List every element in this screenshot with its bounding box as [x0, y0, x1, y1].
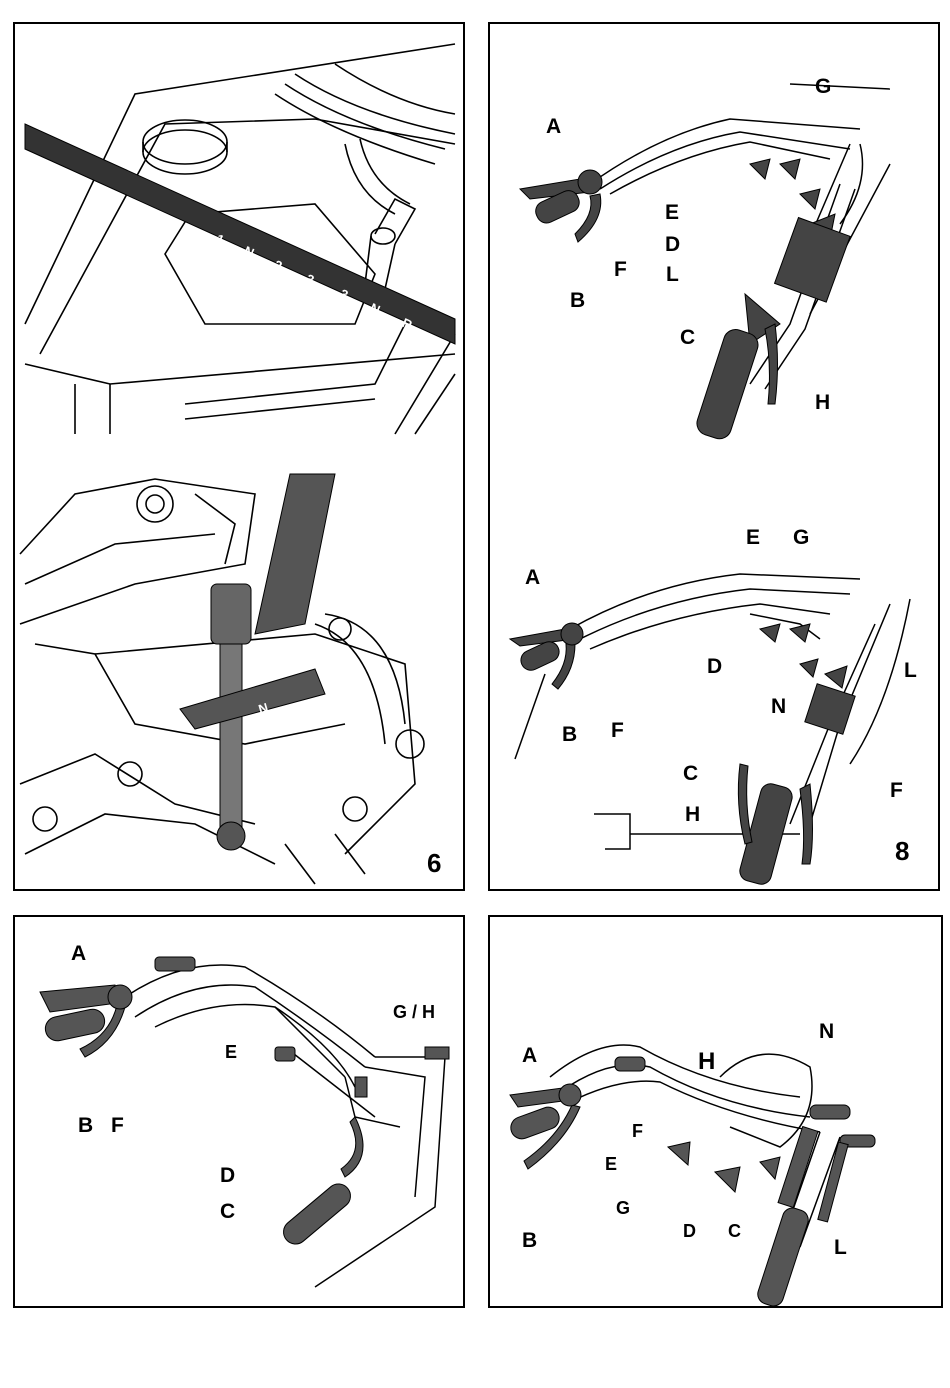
label-a: A	[522, 1045, 537, 1066]
label-d: D	[665, 234, 680, 255]
label-g-lower: G	[793, 527, 809, 548]
label-e: E	[225, 1043, 237, 1061]
label-l: L	[834, 1237, 847, 1258]
handlebar-variant-illustration-1	[15, 917, 465, 1308]
label-h-lower: H	[685, 804, 700, 825]
label-f-lower-1: F	[611, 720, 624, 741]
label-f-lower-2: F	[890, 780, 903, 801]
label-l-lower: L	[904, 660, 917, 681]
label-h: H	[815, 392, 830, 413]
label-n-lower: N	[771, 696, 786, 717]
figure-8-panel: A G E D F L B C H E G A D L N F B C F H …	[488, 22, 940, 891]
handlebar-variant-illustration-2	[490, 917, 943, 1308]
label-g-h: G / H	[393, 1003, 435, 1021]
handlebar-variant-panel-1: A G / H E B F D C	[13, 915, 465, 1308]
label-c: C	[220, 1201, 235, 1222]
label-c-lower: C	[683, 763, 698, 784]
label-f: F	[632, 1122, 643, 1140]
label-d: D	[683, 1222, 696, 1240]
label-b: B	[78, 1115, 93, 1136]
gearbox-illustration: 1 N 2 3 3 N R	[15, 24, 465, 891]
label-g: G	[616, 1199, 630, 1217]
label-b: B	[570, 290, 585, 311]
label-c: C	[728, 1222, 741, 1240]
label-l: L	[666, 264, 679, 285]
label-f: F	[111, 1115, 124, 1136]
label-e: E	[605, 1155, 617, 1173]
figure-6-panel: 1 N 2 3 3 N R	[13, 22, 465, 891]
label-d: D	[220, 1165, 235, 1186]
label-a: A	[71, 943, 86, 964]
label-n: N	[819, 1021, 834, 1042]
label-a: A	[546, 116, 561, 137]
figure-number-6: 6	[427, 850, 441, 876]
label-e: E	[665, 202, 679, 223]
label-b-lower: B	[562, 724, 577, 745]
label-b: B	[522, 1230, 537, 1251]
label-h: H	[698, 1050, 715, 1074]
label-e-lower: E	[746, 527, 760, 548]
figure-number-8: 8	[895, 838, 909, 864]
label-d-lower: D	[707, 656, 722, 677]
label-f: F	[614, 259, 627, 280]
label-c: C	[680, 327, 695, 348]
label-g: G	[815, 76, 831, 97]
label-a-lower: A	[525, 567, 540, 588]
handlebar-controls-illustration	[490, 24, 940, 891]
handlebar-variant-panel-2: N A H F E G D C B L	[488, 915, 943, 1308]
